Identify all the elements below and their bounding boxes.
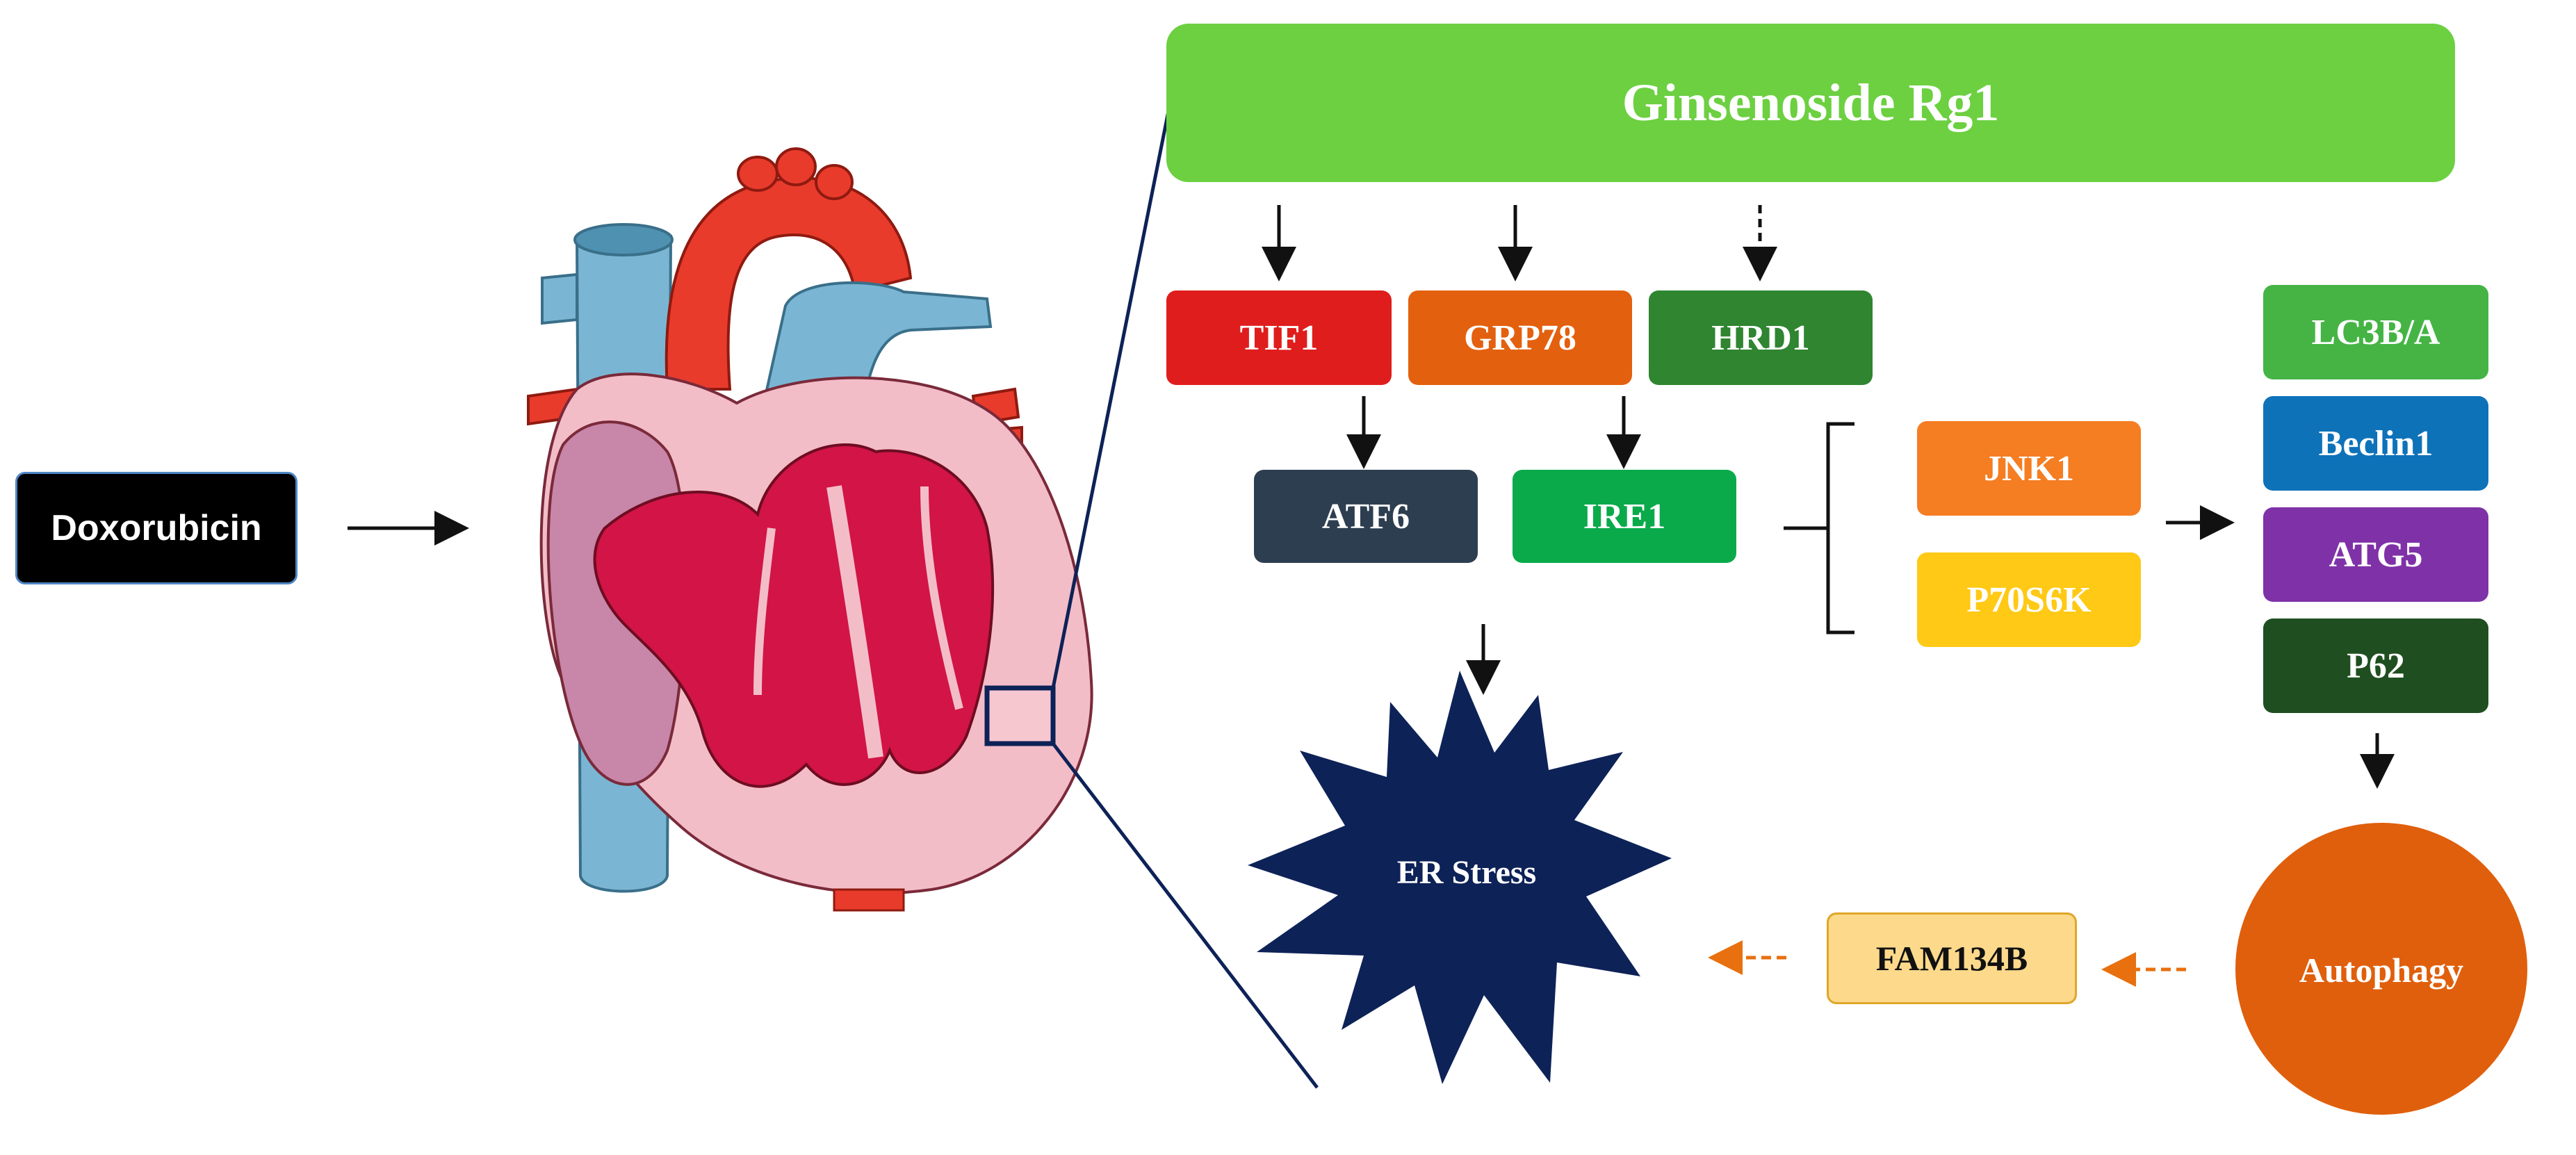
p70s6k-box: P70S6K [1917,552,2141,647]
tif1-label: TIF1 [1239,318,1319,358]
zoom-line-bottom [1052,742,1319,1089]
fam134b-label: FAM134B [1875,939,2028,978]
beclin1-box: Beclin1 [2263,396,2488,491]
grp78-label: GRP78 [1464,318,1576,358]
jnk1-label: JNK1 [1984,448,2074,489]
zoom-line-top [1051,104,1172,689]
ire1-box: IRE1 [1513,470,1736,563]
heart-chambers [593,443,995,788]
autophagy-label-wrap: Autophagy [2242,942,2520,998]
grp78-box: GRP78 [1408,290,1632,385]
lc3b-label: LC3B/A [2311,312,2440,352]
er-stress-label-wrap: ER Stress [1321,844,1613,900]
autophagy-label: Autophagy [2299,951,2464,990]
atf6-label: ATF6 [1321,496,1410,536]
zoom-region [984,685,1056,746]
ginsenoside-banner: Ginsenoside Rg1 [1166,24,2455,182]
heart-illustration [527,147,1093,912]
tif1-box: TIF1 [1166,290,1392,385]
hrd1-box: HRD1 [1649,290,1873,385]
lc3b-box: LC3B/A [2263,285,2488,379]
autophagy-circle [2235,823,2527,1115]
ire1-label: IRE1 [1583,496,1666,536]
p62-box: P62 [2263,619,2488,713]
er-stress-label: ER Stress [1396,853,1537,891]
atg5-label: ATG5 [2329,534,2423,575]
bracket-jnk-p70 [1826,422,1854,634]
doxorubicin-box: Doxorubicin [15,472,297,584]
er-stress-star [1248,671,1672,1084]
beclin1-label: Beclin1 [2318,423,2434,464]
atf6-box: ATF6 [1254,470,1478,563]
fam134b-box: FAM134B [1827,912,2077,1004]
aorta [665,177,913,391]
atg5-box: ATG5 [2263,507,2488,602]
doxorubicin-label: Doxorubicin [51,508,262,548]
p62-label: P62 [2347,646,2405,686]
jnk1-box: JNK1 [1917,421,2141,516]
p70s6k-label: P70S6K [1966,580,2092,620]
hrd1-label: HRD1 [1711,318,1810,358]
ginsenoside-label: Ginsenoside Rg1 [1622,73,2000,132]
